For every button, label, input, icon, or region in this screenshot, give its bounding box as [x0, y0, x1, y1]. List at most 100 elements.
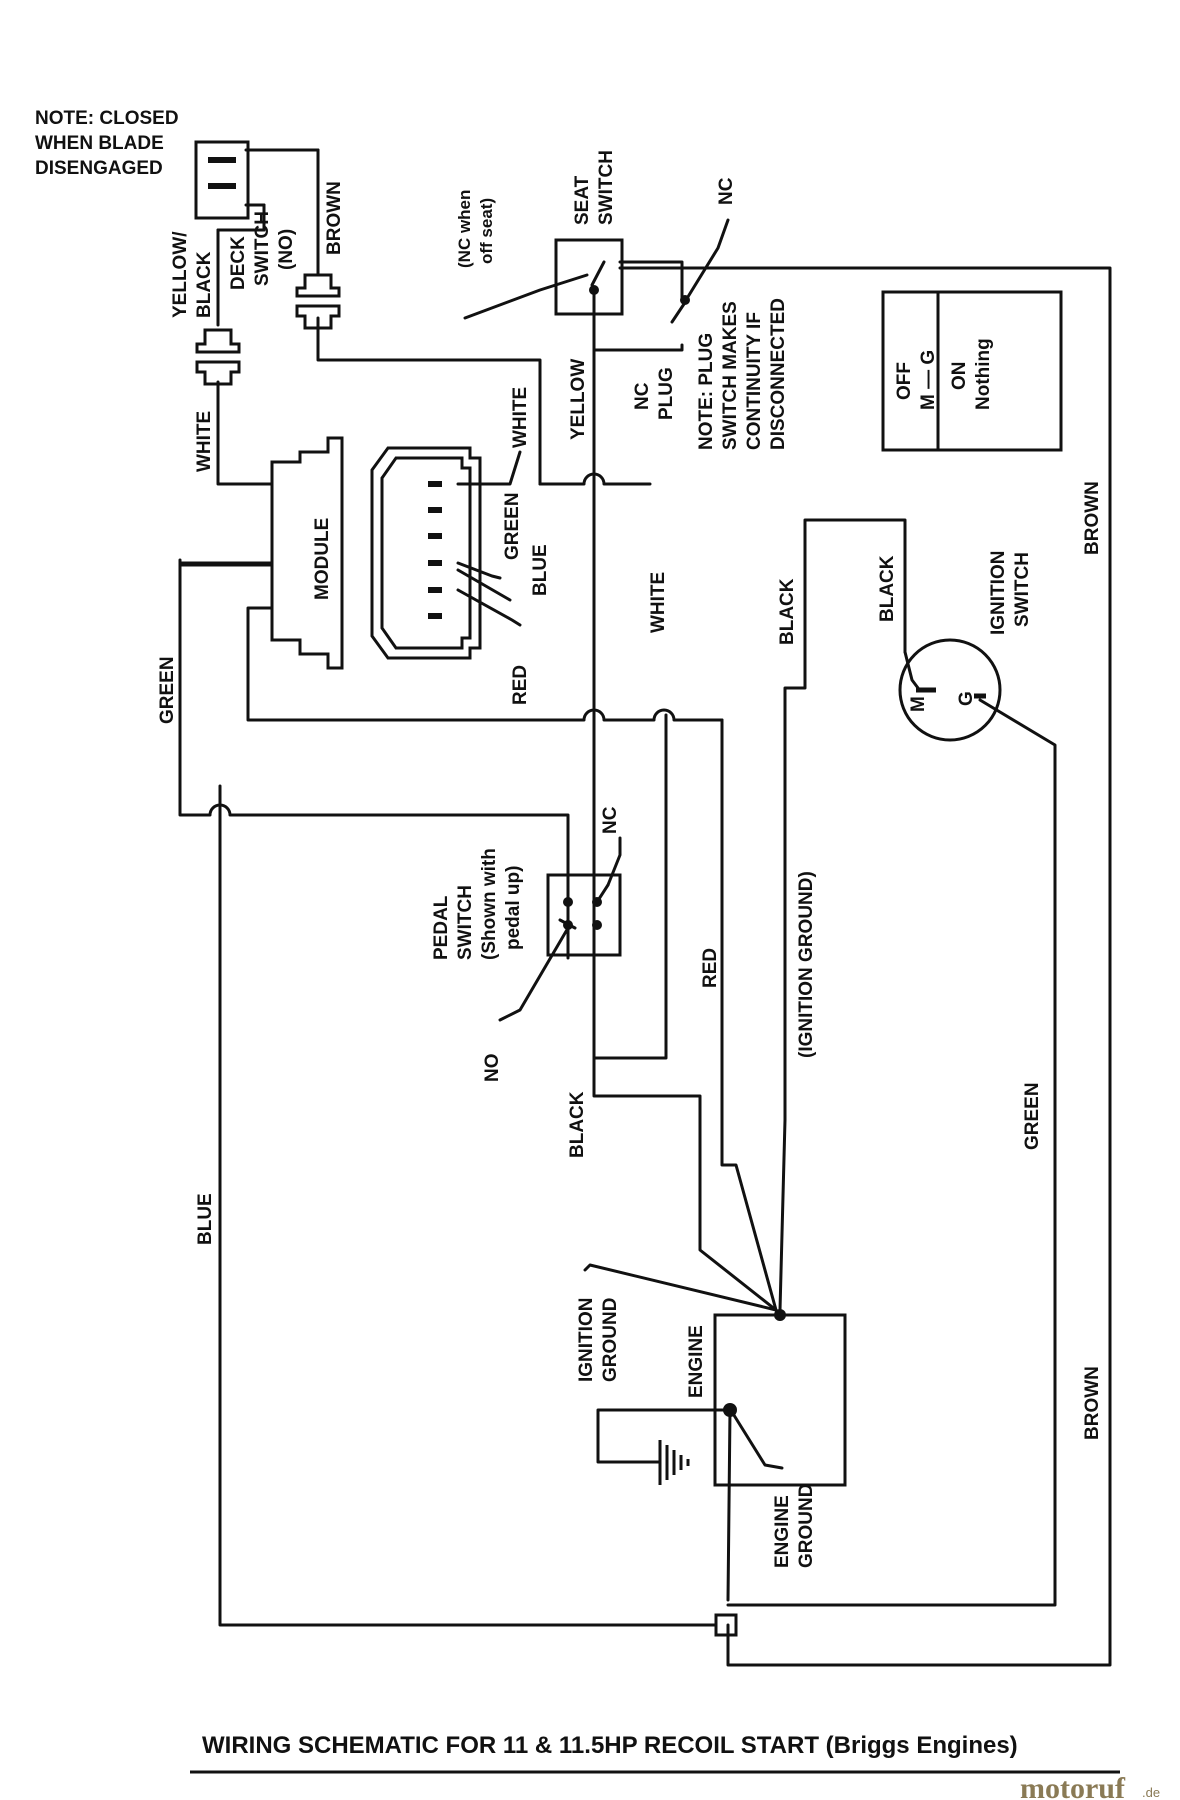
module [270, 436, 522, 670]
svg-text:NC: NC [632, 382, 653, 410]
deck-switch-body [194, 140, 250, 220]
svg-text:IGNITION: IGNITION [988, 551, 1009, 635]
ignition-m-lead [903, 650, 920, 690]
engine-ground-leader [730, 1410, 784, 1470]
wire-green-module-lower [246, 606, 724, 722]
pedal-switch [498, 836, 622, 1022]
label-table-on: ON Nothing [949, 338, 994, 410]
wire-black-pedal [592, 1056, 778, 1312]
svg-text:BLACK: BLACK [877, 555, 898, 622]
wire-white-module-cross [538, 472, 652, 486]
svg-text:PEDAL: PEDAL [431, 895, 452, 960]
label-ignition-ground-wire: (IGNITION GROUND) [796, 871, 817, 1058]
wire-chassis-ground [596, 1408, 732, 1464]
ground-symbol [658, 1440, 690, 1485]
label-yellow: YELLOW [568, 359, 589, 440]
label-deck-switch: DECK SWITCH (NO) [228, 211, 297, 290]
junction-block [714, 1613, 738, 1637]
svg-text:NC: NC [600, 806, 621, 834]
svg-text:(NC when: (NC when [455, 190, 474, 268]
label-red-pin: RED [510, 665, 531, 705]
pedal-nc-leader [606, 836, 622, 887]
leader-red-top [456, 588, 522, 627]
svg-text:(IGNITION GROUND): (IGNITION GROUND) [796, 871, 817, 1058]
label-green-right: GREEN [1022, 1082, 1043, 1150]
svg-text:DECK: DECK [228, 236, 249, 290]
svg-text:SEAT: SEAT [572, 175, 593, 225]
label-engine: ENGINE [686, 1325, 707, 1398]
svg-text:Nothing: Nothing [973, 338, 994, 410]
pedal-switch-arm-nc [595, 883, 610, 904]
svg-text:pedal up): pedal up) [503, 866, 524, 950]
engine [583, 1263, 847, 1637]
module-connector-outer [370, 446, 482, 660]
motoruf-logo-suffix: .de [1142, 1785, 1160, 1800]
svg-text:RED: RED [700, 948, 721, 988]
svg-text:WHITE: WHITE [510, 387, 531, 448]
svg-text:(NO): (NO) [276, 229, 297, 270]
label-table-off: OFF M — G [894, 350, 939, 410]
wire-white-deck-module [216, 380, 274, 486]
label-black-pedal: BLACK [567, 1091, 588, 1158]
label-pedal-nc: NC [600, 806, 621, 834]
wire-engine-ground [726, 1408, 732, 1602]
svg-text:NC: NC [716, 177, 737, 205]
label-module: MODULE [312, 518, 333, 600]
svg-text:SWITCH MAKES: SWITCH MAKES [720, 301, 741, 450]
plug-nc-leader [684, 218, 730, 302]
label-yellow-black: YELLOW/ BLACK [170, 231, 215, 318]
seat-switch-arm [590, 260, 606, 287]
motoruf-logo: motoruf [1020, 1772, 1126, 1800]
svg-text:RED: RED [510, 665, 531, 705]
plug-arm [670, 302, 686, 324]
svg-text:PLUG: PLUG [656, 367, 677, 420]
label-red-wire: RED [700, 948, 721, 988]
svg-text:WHITE: WHITE [648, 572, 669, 633]
svg-text:BLACK: BLACK [567, 1091, 588, 1158]
label-white-middle: WHITE [648, 572, 669, 633]
connector-brown-top [295, 273, 341, 298]
svg-text:BLACK: BLACK [194, 251, 215, 318]
label-seat-nc: NC [716, 177, 737, 205]
switch-table-frame [881, 290, 1063, 452]
switch-table [881, 290, 1063, 452]
svg-text:ON: ON [949, 362, 970, 391]
svg-text:ENGINE: ENGINE [772, 1495, 793, 1568]
wire-seat-plug [592, 260, 684, 352]
svg-text:BLUE: BLUE [530, 544, 551, 596]
svg-text:CONTINUITY IF: CONTINUITY IF [744, 312, 765, 450]
svg-text:GREEN: GREEN [157, 656, 178, 724]
pedal-contact-4 [592, 920, 602, 930]
label-white-deck: WHITE [194, 411, 215, 472]
wire-black-ignition [778, 518, 907, 1312]
leader-blue [456, 568, 512, 602]
svg-text:BLUE: BLUE [195, 1193, 216, 1245]
note-blade-line3: DISENGAGED [35, 158, 163, 179]
connector-yb-top [195, 328, 241, 354]
svg-text:BLACK: BLACK [777, 578, 798, 645]
label-green-pin: GREEN [502, 492, 523, 560]
svg-text:ENGINE: ENGINE [686, 1325, 707, 1398]
module-connector-inner [380, 456, 472, 650]
label-green-left: GREEN [157, 656, 178, 724]
label-brown-right-bottom: BROWN [1082, 1366, 1103, 1440]
svg-text:(Shown with: (Shown with [479, 848, 500, 960]
wire-green-ignition [726, 698, 1057, 1607]
wire-green-pedal [178, 561, 570, 897]
label-blue-pin: BLUE [530, 544, 551, 596]
svg-text:SWITCH: SWITCH [455, 885, 476, 960]
svg-text:SWITCH: SWITCH [252, 211, 273, 286]
pedal-switch-body [546, 873, 622, 957]
connector-brown-bottom [295, 304, 341, 330]
svg-text:NOTE: PLUG: NOTE: PLUG [696, 333, 717, 450]
seat-switch-nc-leader [463, 273, 589, 320]
leader-green [456, 561, 502, 580]
svg-text:MODULE: MODULE [312, 518, 333, 600]
label-black-ignition: BLACK [877, 555, 898, 622]
svg-text:SWITCH: SWITCH [596, 150, 617, 225]
leader-white [456, 450, 522, 486]
module-pins [428, 481, 442, 619]
svg-text:BROWN: BROWN [1082, 481, 1103, 555]
connector-yb-bottom [195, 360, 241, 386]
